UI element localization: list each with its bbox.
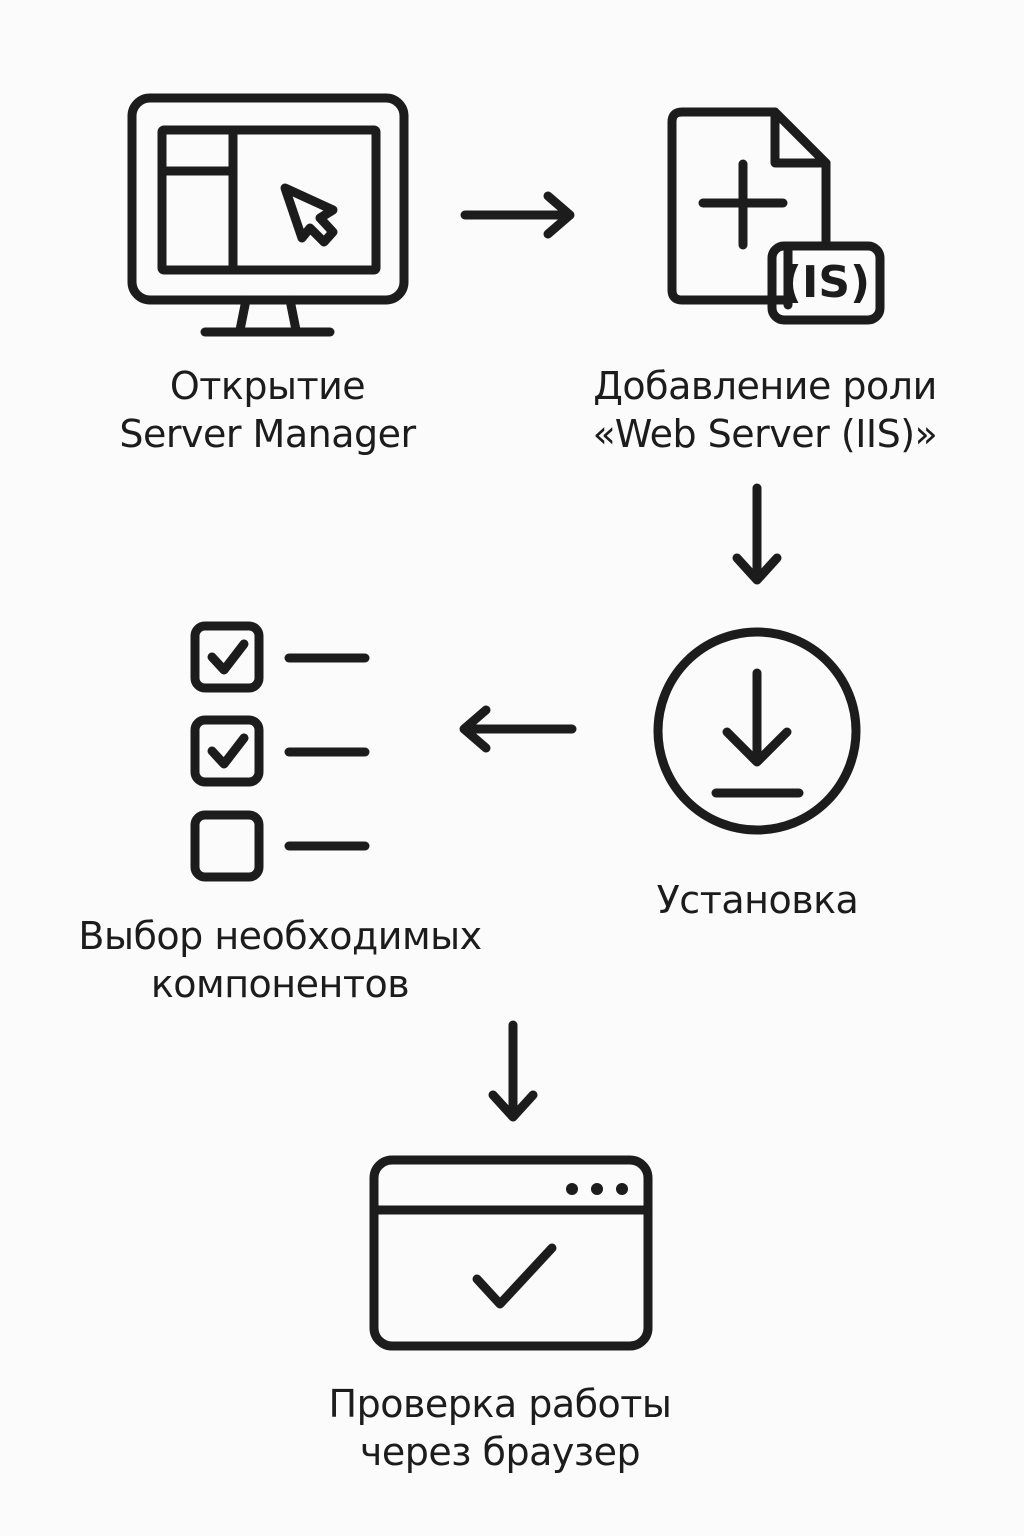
label-line: компонентов: [150, 962, 410, 1006]
label-line: Выбор необходимых: [78, 914, 482, 958]
label-line: «Web Server (IIS)»: [592, 412, 938, 456]
label-line: Добавление роли: [593, 364, 937, 408]
step-label-select-components: Выбор необходимых компонентов: [50, 912, 510, 1008]
step-label-install: Установка: [600, 876, 915, 924]
iis-badge: (IS): [781, 257, 871, 308]
label-line: Проверка работы: [328, 1382, 672, 1426]
label-line: Открытие: [169, 364, 366, 408]
label-line: Server Manager: [119, 412, 416, 456]
label-line: Установка: [656, 878, 859, 922]
step-label-verify-browser: Проверка работы через браузер: [290, 1380, 710, 1476]
step-label-open-server-manager: Открытие Server Manager: [80, 362, 455, 458]
step-label-add-role: Добавление роли «Web Server (IIS)»: [560, 362, 970, 458]
label-line: через браузер: [359, 1430, 641, 1474]
